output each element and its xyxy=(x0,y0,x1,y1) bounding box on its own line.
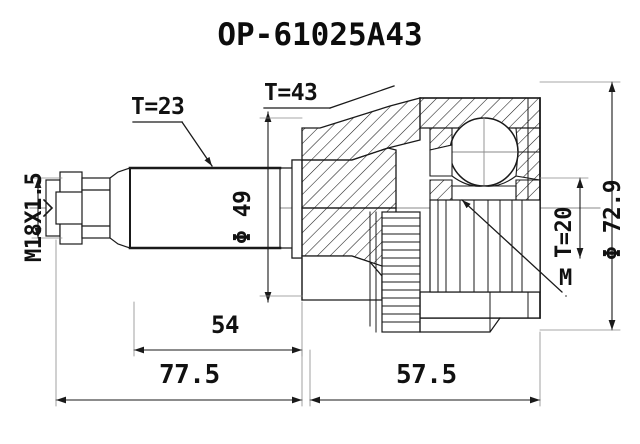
dim-m18 xyxy=(31,177,63,239)
leader-t23 xyxy=(132,121,213,167)
leader-t43 xyxy=(263,85,395,109)
dim-575 xyxy=(309,331,541,407)
shaft-taper xyxy=(109,167,131,249)
label-m-marker: M xyxy=(559,266,572,291)
leader-m xyxy=(461,199,567,297)
threaded-stub xyxy=(42,171,111,245)
dim-label-775: 77.5 xyxy=(159,360,220,390)
main-shaft xyxy=(128,166,282,250)
dim-phi729 xyxy=(539,81,621,331)
label-t23: T=23 xyxy=(131,94,185,120)
label-t20: T=20 xyxy=(552,207,577,258)
shaft-shoulder xyxy=(279,159,303,259)
dim-54 xyxy=(133,301,303,357)
cage-segments xyxy=(429,127,541,201)
housing-lower-detail xyxy=(419,291,501,333)
label-phi49: Φ 49 xyxy=(230,190,256,244)
dim-t20 xyxy=(539,177,589,259)
outer-race-body xyxy=(301,97,421,301)
label-m18x15: M18X1.5 xyxy=(22,172,47,262)
dim-label-54: 54 xyxy=(211,311,239,339)
page-title: OP-61025A43 xyxy=(217,17,423,53)
dim-phi49 xyxy=(259,111,303,303)
label-phi729: Φ 72.9 xyxy=(600,179,626,260)
dim-775 xyxy=(55,239,303,407)
label-t43: T=43 xyxy=(264,80,318,106)
bell-housing-outline xyxy=(419,97,541,319)
abs-tone-ring xyxy=(369,211,421,333)
ball-bearing xyxy=(449,117,519,187)
dim-label-575: 57.5 xyxy=(396,360,457,390)
inner-spline-bore xyxy=(429,199,541,293)
